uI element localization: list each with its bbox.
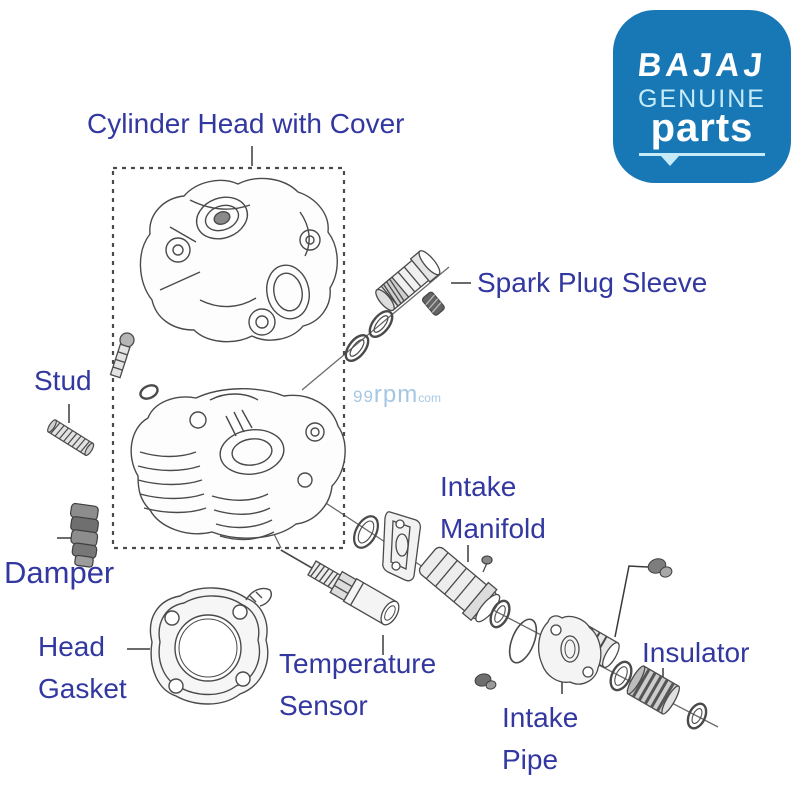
watermark-com: com bbox=[418, 391, 441, 405]
label-intake-manifold: Intake Manifold bbox=[440, 471, 546, 544]
spring-drawing bbox=[421, 291, 445, 316]
label-temperature-sensor: Temperature Sensor bbox=[279, 648, 437, 721]
spark-plug-sleeve-drawing bbox=[344, 250, 445, 363]
manifold-bolt-drawing bbox=[474, 673, 497, 690]
label-damper: Damper bbox=[4, 555, 115, 590]
watermark-rpm: rpm bbox=[373, 381, 419, 408]
insulator-drawing bbox=[609, 660, 708, 730]
label-stud: Stud bbox=[34, 365, 92, 396]
logo-underline bbox=[639, 153, 765, 166]
stud-drawing bbox=[47, 419, 95, 457]
logo-genuine-text: GENUINE bbox=[638, 85, 766, 113]
label-insulator: Insulator bbox=[642, 637, 750, 668]
label-spark-plug-sleeve: Spark Plug Sleeve bbox=[477, 267, 708, 298]
cylinder-head-cover-drawing bbox=[139, 177, 338, 343]
label-intake-pipe: Intake Pipe bbox=[502, 702, 579, 775]
label-head-gasket: Head Gasket bbox=[38, 631, 127, 704]
pipe-o-rings-drawing bbox=[489, 599, 538, 664]
temperature-sensor-drawing bbox=[280, 549, 400, 626]
logo-down-arrow-icon bbox=[661, 156, 679, 166]
watermark-num: 99 bbox=[353, 387, 374, 406]
intake-manifold-drawing bbox=[382, 511, 501, 623]
head-gasket-drawing bbox=[149, 587, 272, 705]
cylinder-head-drawing bbox=[130, 388, 346, 541]
valve-bolt-drawing bbox=[109, 332, 159, 400]
manifold-o-ring-drawing bbox=[352, 515, 380, 549]
bajaj-genuine-parts-logo: BAJAJ GENUINE parts bbox=[613, 10, 791, 183]
pipe-bolt-drawing bbox=[647, 558, 673, 578]
logo-brand-text: BAJAJ bbox=[635, 46, 769, 83]
logo-parts-text: parts bbox=[650, 106, 754, 150]
label-cylinder-head-cover: Cylinder Head with Cover bbox=[87, 108, 405, 139]
damper-drawing bbox=[69, 502, 99, 568]
intake-pipe-drawing bbox=[537, 615, 620, 685]
